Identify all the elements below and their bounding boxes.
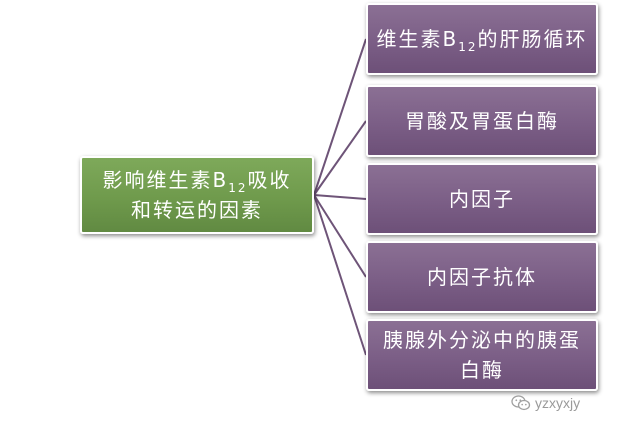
leaf-1-prefix: 维生素B [376, 27, 459, 51]
leaf-1-suffix: 的肝肠循环 [477, 27, 588, 51]
root-line1-prefix: 影响维生素B [102, 168, 229, 192]
leaf-5-label: 胰腺外分泌中的胰蛋 白酶 [383, 325, 581, 385]
leaf-node-intrinsic-factor-antibody: 内因子抗体 [366, 241, 598, 313]
leaf-node-pancreatic-protease: 胰腺外分泌中的胰蛋 白酶 [366, 319, 598, 391]
connector-line-4 [313, 194, 367, 278]
root-line1-subscript: 12 [228, 181, 248, 195]
root-node: 影响维生素B12吸收 和转运的因素 [80, 156, 314, 234]
leaf-1-label: 维生素B12的肝肠循环 [376, 24, 587, 54]
connector-line-2 [313, 120, 367, 196]
connector-line-5 [313, 194, 367, 356]
leaf-3-label: 内因子 [449, 187, 515, 211]
leaf-5-line2: 白酶 [460, 358, 504, 382]
watermark: yzxyxjy [511, 392, 580, 414]
leaf-4-label: 内因子抗体 [427, 265, 537, 289]
root-line2: 和转运的因素 [130, 198, 263, 222]
leaf-2-label: 胃酸及胃蛋白酶 [405, 109, 559, 133]
root-node-label: 影响维生素B12吸收 和转运的因素 [102, 165, 291, 225]
root-line1-suffix: 吸收 [247, 168, 292, 192]
leaf-node-intrinsic-factor: 内因子 [366, 163, 598, 235]
leaf-5-line1: 胰腺外分泌中的胰蛋 [383, 328, 581, 352]
leaf-node-hepato-intestinal-cycle: 维生素B12的肝肠循环 [366, 3, 598, 75]
connector-line-1 [313, 38, 367, 196]
connector-line-3 [313, 194, 367, 200]
leaf-1-subscript: 12 [458, 40, 478, 54]
watermark-text: yzxyxjy [535, 395, 581, 411]
wechat-icon [511, 395, 531, 411]
leaf-node-gastric-acid-pepsin: 胃酸及胃蛋白酶 [366, 85, 598, 157]
